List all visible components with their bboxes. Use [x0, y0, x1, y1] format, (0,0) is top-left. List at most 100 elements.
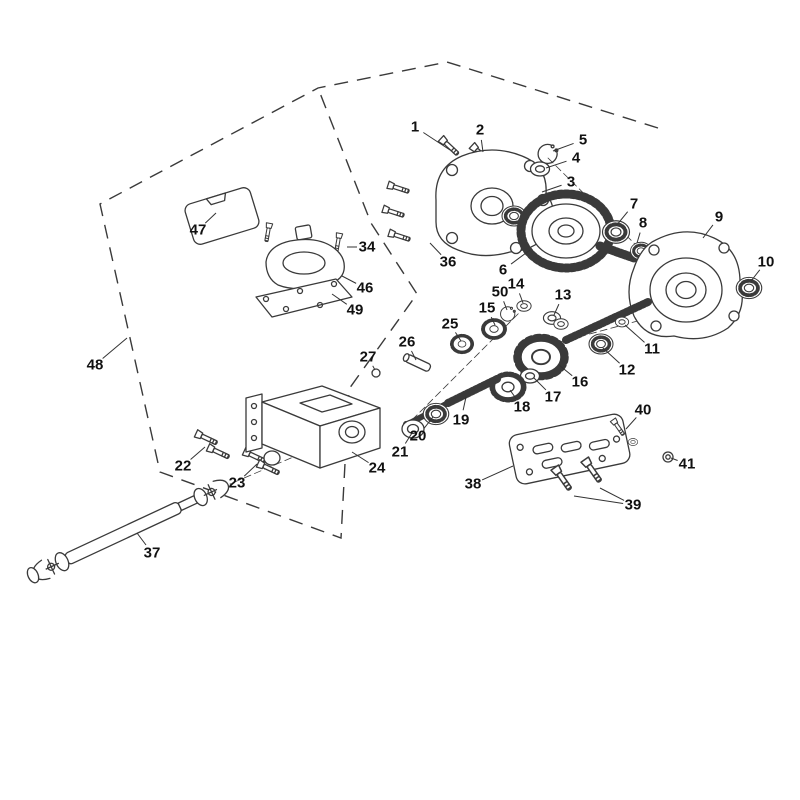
callout-label: 2 — [476, 122, 484, 139]
leader-line — [518, 293, 524, 304]
callout-label: 21 — [392, 444, 409, 461]
leader-line — [503, 301, 508, 311]
part-output-splines — [595, 241, 639, 263]
leader-line — [190, 446, 206, 460]
leader-line — [411, 350, 417, 361]
callout-label: 14 — [508, 276, 525, 293]
part-shim-11 — [614, 316, 630, 328]
callout-label: 5 — [579, 132, 587, 149]
part-washer-14 — [516, 300, 532, 312]
leader-line — [541, 184, 562, 193]
leader-line — [136, 532, 147, 546]
callout-label: 38 — [465, 476, 482, 493]
part-oil-seal — [401, 419, 425, 439]
callout-label: 49 — [347, 302, 364, 319]
leader-line — [702, 224, 714, 239]
leader-line — [615, 211, 629, 227]
part-bearing-12 — [587, 332, 615, 356]
part-front-gearcase — [245, 385, 381, 469]
part-countershaft-splines — [562, 298, 652, 344]
leader-line — [553, 303, 560, 316]
callout-label: 36 — [440, 254, 457, 271]
part-bearing-7 — [603, 221, 630, 244]
callout-label: 39 — [625, 497, 642, 514]
leader-line — [331, 293, 348, 305]
leader-line — [552, 142, 574, 152]
leader-line — [480, 139, 484, 153]
callout-label: 27 — [360, 349, 377, 366]
leader-line — [462, 396, 467, 411]
part-bearing-20 — [421, 401, 451, 427]
leader-line — [573, 495, 624, 504]
leader-line — [423, 416, 434, 429]
callout-label: 4 — [572, 150, 581, 167]
callout-label: 11 — [644, 341, 660, 358]
callout-label: 20 — [410, 428, 427, 445]
part-mounting-plate — [508, 413, 631, 485]
callout-label: 7 — [630, 196, 638, 213]
callout-label: 26 — [399, 334, 416, 351]
callout-label: 37 — [144, 545, 161, 562]
part-side-housing — [628, 231, 743, 340]
callout-label: 47 — [190, 222, 207, 239]
callout-label: 18 — [514, 399, 531, 416]
part-detent-ball — [371, 368, 381, 378]
part-washer-40 — [627, 438, 639, 446]
leader-line — [636, 232, 641, 244]
leader-line — [599, 487, 625, 501]
callout-label: 16 — [572, 374, 589, 391]
leader-line — [509, 389, 517, 400]
leader-line — [423, 132, 451, 151]
callout-label: 13 — [555, 287, 572, 304]
part-snap-ring-top — [537, 143, 559, 165]
part-cover-gasket — [255, 278, 353, 318]
callout-label: 48 — [87, 357, 104, 374]
leader-line — [558, 364, 573, 377]
part-driveshaft — [26, 479, 230, 584]
part-bearing-10 — [734, 275, 764, 301]
callout-label: 3 — [567, 174, 575, 191]
leader-line — [625, 417, 637, 430]
callout-label: 46 — [357, 280, 374, 297]
callout-label: 25 — [442, 316, 459, 333]
part-washer-top — [529, 161, 551, 177]
callout-label: 24 — [369, 460, 386, 477]
callout-label: 9 — [715, 209, 723, 226]
leader-line — [429, 242, 442, 256]
leader-line — [243, 463, 258, 477]
callout-label: 15 — [479, 300, 496, 317]
leader-line — [102, 337, 128, 359]
part-bevel-gear — [516, 189, 616, 273]
callout-label: 17 — [545, 389, 562, 406]
callout-label: 19 — [453, 412, 470, 429]
leader-line — [533, 377, 547, 391]
part-nut-41 — [662, 451, 674, 463]
part-snap-ring-50 — [500, 306, 516, 322]
callout-label: 23 — [229, 475, 246, 492]
callout-label: 8 — [639, 215, 647, 232]
leader-lines — [102, 132, 761, 546]
callout-label: 6 — [499, 262, 507, 279]
callout-label: 41 — [679, 456, 696, 473]
leader-line — [670, 457, 678, 461]
leader-line — [510, 249, 531, 265]
leader-line — [545, 160, 567, 169]
part-gear-25 — [449, 333, 475, 355]
leader-line — [624, 324, 645, 343]
part-roll-pin — [402, 353, 432, 372]
part-washer-13b — [553, 318, 569, 330]
leader-line — [204, 212, 217, 224]
leader-line — [602, 347, 620, 364]
callout-label: 10 — [758, 254, 775, 271]
leader-line — [750, 269, 761, 282]
part-cover-plate — [184, 187, 260, 245]
leader-line — [351, 451, 369, 464]
leader-line — [372, 365, 376, 371]
callout-label: 50 — [492, 284, 509, 301]
callout-label: 1 — [411, 119, 419, 136]
callout-label: 22 — [175, 458, 192, 475]
subassembly-boundary-dashed — [99, 61, 659, 539]
